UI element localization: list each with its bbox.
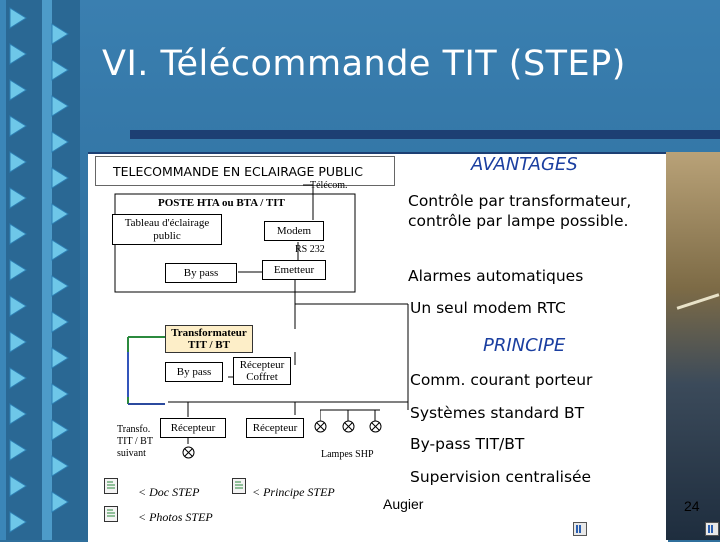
bypass-top-box: By pass (165, 263, 237, 283)
arrow-pattern-icon (0, 0, 69, 540)
avantages-item-2: Alarmes automatiques (408, 267, 584, 285)
modem-box: Modem (264, 221, 324, 241)
recepteur-left-label: Récepteur (170, 422, 216, 434)
emetteur-label: Emetteur (273, 264, 315, 276)
bypass-top-label: By pass (183, 267, 219, 279)
night-photo (666, 152, 720, 540)
recepteur-coffret-box: Récepteur Coffret (233, 357, 291, 385)
bypass-mid-box: By pass (165, 362, 223, 382)
principe-item-2: Systèmes standard BT (410, 404, 585, 422)
lamp-icon (182, 446, 195, 459)
lamp-wiring (320, 409, 380, 421)
principe-item-4: Supervision centralisée (410, 468, 592, 486)
recepteur-coffret-label: Récepteur Coffret (239, 359, 285, 383)
transformateur-box: Transformateur TIT / BT (165, 325, 253, 353)
avantages-heading: AVANTAGES (471, 154, 578, 175)
principe-step-link[interactable]: < Principe STEP (252, 485, 335, 499)
document-icon[interactable] (104, 506, 118, 522)
diagram-header: TELECOMMANDE EN ECLAIRAGE PUBLIC (113, 164, 363, 179)
author-label: Augier (383, 496, 424, 512)
lamp-icon (342, 420, 355, 433)
principe-item-3: By-pass TIT/BT (410, 435, 525, 453)
tableau-label: Tableau d'éclairage public (124, 217, 210, 242)
lampes-label: Lampes SHP (321, 449, 374, 460)
photos-step-link[interactable]: < Photos STEP (138, 510, 213, 524)
principe-item-1: Comm. courant porteur (410, 371, 593, 389)
telecom-label: Télécom. (310, 180, 348, 191)
title-divider (130, 130, 720, 139)
document-icon[interactable] (232, 478, 246, 494)
avantages-item-3: Un seul modem RTC (410, 299, 566, 317)
recepteur-left-box: Récepteur (160, 418, 226, 438)
slide-title: VI. Télécommande TIT (STEP) (102, 44, 626, 84)
decorative-sidebar (0, 0, 80, 540)
rs232-label: RS 232 (295, 244, 325, 255)
diagram-header-box (95, 156, 395, 186)
page-number: 24 (684, 498, 700, 514)
avantages-item-1: Contrôle par transformateur, contrôle pa… (408, 192, 632, 230)
transformateur-label: Transformateur TIT / BT (171, 327, 247, 351)
nav-prev-icon[interactable] (573, 522, 587, 536)
bypass-mid-label: By pass (176, 366, 212, 378)
transfo-suivant-label: Transfo. TIT / BT suivant (117, 424, 153, 459)
modem-label: Modem (276, 225, 312, 237)
tableau-box: Tableau d'éclairage public (112, 214, 222, 245)
principe-heading: PRINCIPE (483, 335, 566, 356)
recepteur-right-label: Récepteur (252, 422, 298, 434)
nav-next-icon[interactable] (705, 522, 719, 536)
recepteur-right-box: Récepteur (246, 418, 304, 438)
document-icon[interactable] (104, 478, 118, 494)
poste-label: POSTE HTA ou BTA / TIT (158, 197, 285, 209)
lamp-icon (369, 420, 382, 433)
doc-step-link[interactable]: < Doc STEP (138, 485, 200, 499)
emetteur-box: Emetteur (262, 260, 326, 280)
